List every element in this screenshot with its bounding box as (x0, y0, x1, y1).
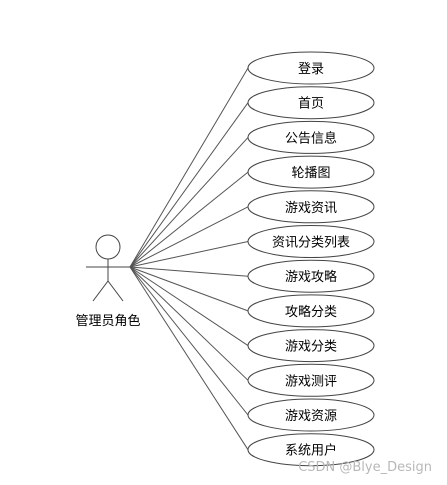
use-case-ellipse (247, 259, 375, 293)
use-case-ellipse (247, 329, 375, 363)
use-case-ellipse (247, 433, 375, 467)
use-case: 系统用户 (247, 433, 375, 467)
use-case-ellipse (247, 155, 375, 189)
use-case-label: 首页 (298, 97, 324, 112)
association-line (129, 137, 249, 268)
association-line (129, 102, 249, 268)
association-line (129, 171, 249, 268)
use-case-label: 游戏资讯 (285, 201, 337, 216)
use-case: 游戏分类 (247, 329, 375, 363)
use-case: 首页 (247, 86, 375, 120)
use-case: 游戏测评 (247, 363, 375, 397)
use-case: 游戏攻略 (247, 259, 375, 293)
use-case: 游戏资源 (247, 398, 375, 432)
use-case-ellipse (247, 51, 375, 85)
association-line (129, 266, 249, 277)
use-case-label: 游戏资源 (285, 409, 337, 424)
use-case-label: 系统用户 (285, 443, 337, 459)
use-case-ellipse (247, 363, 375, 397)
association-line (129, 266, 249, 347)
use-case-label: 资讯分类列表 (272, 236, 350, 251)
use-case: 游戏资讯 (247, 190, 375, 224)
use-case-label: 游戏分类 (285, 340, 337, 355)
actor-head (95, 234, 121, 260)
association-line (129, 206, 249, 268)
use-case-label: 游戏攻略 (285, 269, 337, 285)
association-line (129, 266, 249, 312)
association-line (129, 266, 249, 381)
association-lines (129, 67, 249, 450)
use-case: 公告信息 (247, 120, 375, 154)
use-case-label: 轮播图 (291, 166, 330, 181)
use-case: 攻略分类 (247, 294, 375, 328)
use-case: 资讯分类列表 (247, 225, 375, 258)
use-case-ellipse (247, 398, 375, 432)
use-case: 轮播图 (247, 155, 375, 189)
use-case-label: 公告信息 (285, 130, 337, 146)
actor-left-leg (92, 280, 109, 302)
association-line (129, 266, 249, 416)
watermark: CSDN @Blye_Design (298, 460, 432, 475)
use-case-ellipse (247, 120, 375, 154)
use-case-ellipse (247, 190, 375, 224)
actor-right-leg (107, 280, 124, 302)
association-line (129, 241, 249, 268)
association-line (129, 67, 249, 268)
use-case: 登录 (247, 51, 375, 85)
association-line (129, 266, 249, 450)
use-cases: 登录首页公告信息轮播图游戏资讯资讯分类列表游戏攻略攻略分类游戏分类游戏测评游戏资… (247, 51, 375, 467)
use-case-label: 游戏测评 (285, 374, 337, 389)
actor-label: 管理员角色 (75, 313, 140, 329)
actor-admin: 管理员角色 (75, 234, 141, 329)
use-case-label: 攻略分类 (285, 304, 337, 320)
use-case-ellipse (247, 294, 375, 328)
use-case-label: 登录 (298, 62, 324, 77)
use-case-ellipse (247, 225, 375, 258)
use-case-ellipse (247, 86, 375, 120)
